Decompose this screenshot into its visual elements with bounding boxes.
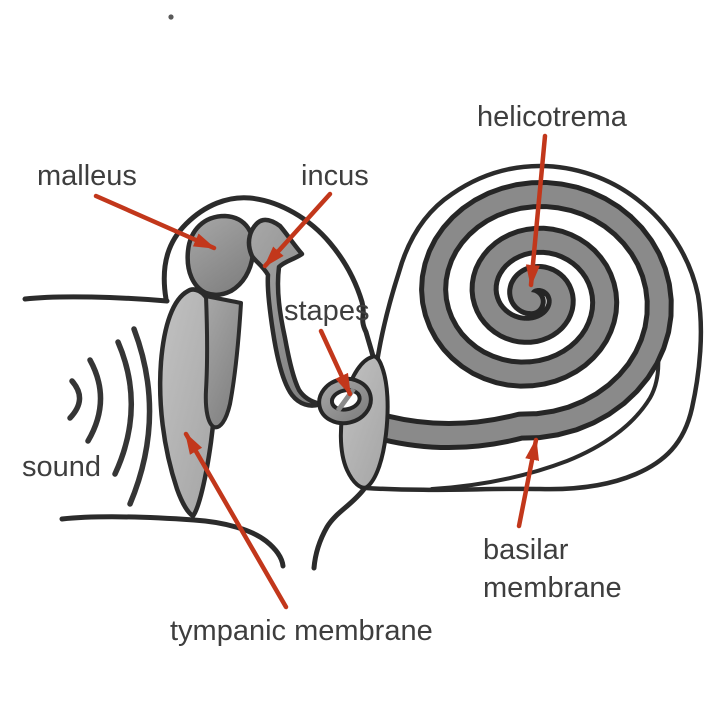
stapes-label: stapes <box>284 295 370 327</box>
tympanic-membrane-label: tympanic membrane <box>170 615 433 647</box>
annotation-arrows <box>93 133 548 610</box>
malleus-shape <box>185 213 256 297</box>
sound-wave-arcs-icon <box>67 326 153 507</box>
basilar-membrane-band <box>376 185 669 446</box>
middle-ear-cavity-outline <box>161 195 377 363</box>
ear-canal-lower-wall <box>59 514 286 569</box>
tympanic-membrane-arrow <box>183 431 289 610</box>
basilar-membrane-label-line1: basilar <box>483 534 569 566</box>
sound-wave-arc-1 <box>67 378 83 421</box>
cochlea-inner-channel-wall <box>430 346 661 491</box>
helicotrema-label: helicotrema <box>477 101 627 133</box>
malleus-label: malleus <box>37 160 137 192</box>
helicotrema-arrow <box>525 133 548 288</box>
basilar-membrane-label-line2: membrane <box>483 572 622 604</box>
malleus-handle-shape <box>203 294 243 430</box>
ear-canal-upper-wall <box>22 294 170 304</box>
middle-ear-cavity-lower-outline <box>311 486 367 571</box>
basilar-membrane-label: basilar membrane <box>483 531 622 607</box>
cochlea-outer-boundary <box>363 163 704 493</box>
sound-label: sound <box>22 451 102 483</box>
incus-arrow <box>262 191 333 269</box>
stapes-arrow <box>318 328 353 397</box>
malleus-arrow <box>93 193 217 251</box>
basilar-membrane-arrow <box>516 437 539 529</box>
sound-wave-arc-3 <box>112 339 134 477</box>
stray-ink-dot <box>168 14 174 20</box>
incus-label: incus <box>301 160 369 192</box>
sound-wave-arc-2 <box>85 357 104 444</box>
sound-wave-arc-4 <box>127 326 153 507</box>
